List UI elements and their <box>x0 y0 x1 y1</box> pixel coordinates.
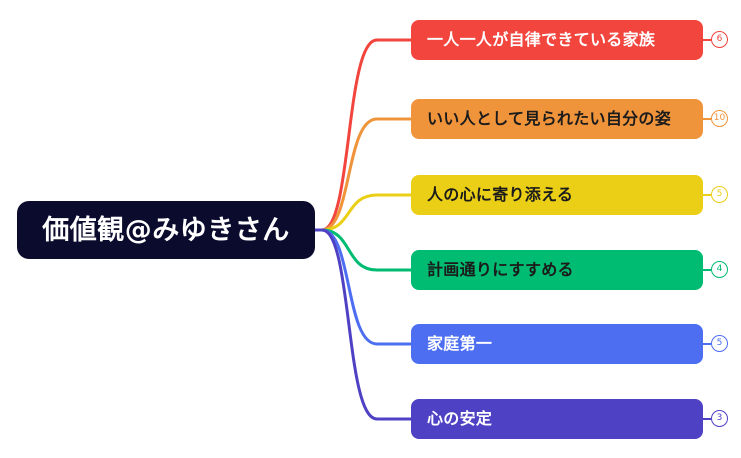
branch-count-badge[interactable]: 4 <box>703 261 728 278</box>
branch-connector <box>320 228 413 272</box>
branch-node-label: 家庭第一 <box>427 334 493 353</box>
badge-count-value: 5 <box>716 189 723 199</box>
branch-node[interactable]: 心の安定 <box>411 399 703 439</box>
badge-circle: 5 <box>711 186 728 203</box>
badge-circle: 4 <box>711 261 728 278</box>
badge-circle: 6 <box>711 31 728 48</box>
branch-node[interactable]: 計画通りにすすめる <box>411 250 703 290</box>
badge-circle: 3 <box>711 410 728 427</box>
branch-connector <box>320 228 413 346</box>
branch-node-label: 一人一人が自律できている家族 <box>427 30 656 49</box>
branch-connector <box>320 117 413 232</box>
badge-count-value: 3 <box>716 413 723 423</box>
badge-count-value: 6 <box>716 34 723 44</box>
branch-count-badge[interactable]: 3 <box>703 410 728 427</box>
branch-count-badge[interactable]: 5 <box>703 186 728 203</box>
branch-node-label: 心の安定 <box>427 409 493 428</box>
branch-connector <box>320 38 413 232</box>
badge-count-value: 4 <box>716 264 723 274</box>
branch-count-badge[interactable]: 10 <box>703 110 728 127</box>
branch-connector <box>320 193 413 232</box>
root-node[interactable]: 価値観@みゆきさん <box>17 201 315 259</box>
branch-node-label: 人の心に寄り添える <box>427 185 574 204</box>
badge-count-value: 5 <box>716 338 723 348</box>
branch-count-badge[interactable]: 6 <box>703 31 728 48</box>
badge-circle: 10 <box>711 110 728 127</box>
branch-node-label: いい人として見られたい自分の姿 <box>427 109 672 128</box>
badge-count-value: 10 <box>713 113 726 123</box>
badge-stem <box>703 38 711 41</box>
branch-node[interactable]: 人の心に寄り添える <box>411 175 703 215</box>
badge-stem <box>703 417 711 420</box>
badge-stem <box>703 342 711 345</box>
badge-circle: 5 <box>711 335 728 352</box>
badge-stem <box>703 268 711 271</box>
branch-connector <box>320 228 413 421</box>
badge-stem <box>703 117 711 120</box>
badge-stem <box>703 193 711 196</box>
branch-node[interactable]: いい人として見られたい自分の姿 <box>411 99 703 139</box>
branch-node[interactable]: 家庭第一 <box>411 324 703 364</box>
branch-node[interactable]: 一人一人が自律できている家族 <box>411 20 703 60</box>
root-node-label: 価値観@みゆきさん <box>42 214 290 246</box>
branch-node-label: 計画通りにすすめる <box>427 260 574 279</box>
branch-count-badge[interactable]: 5 <box>703 335 728 352</box>
